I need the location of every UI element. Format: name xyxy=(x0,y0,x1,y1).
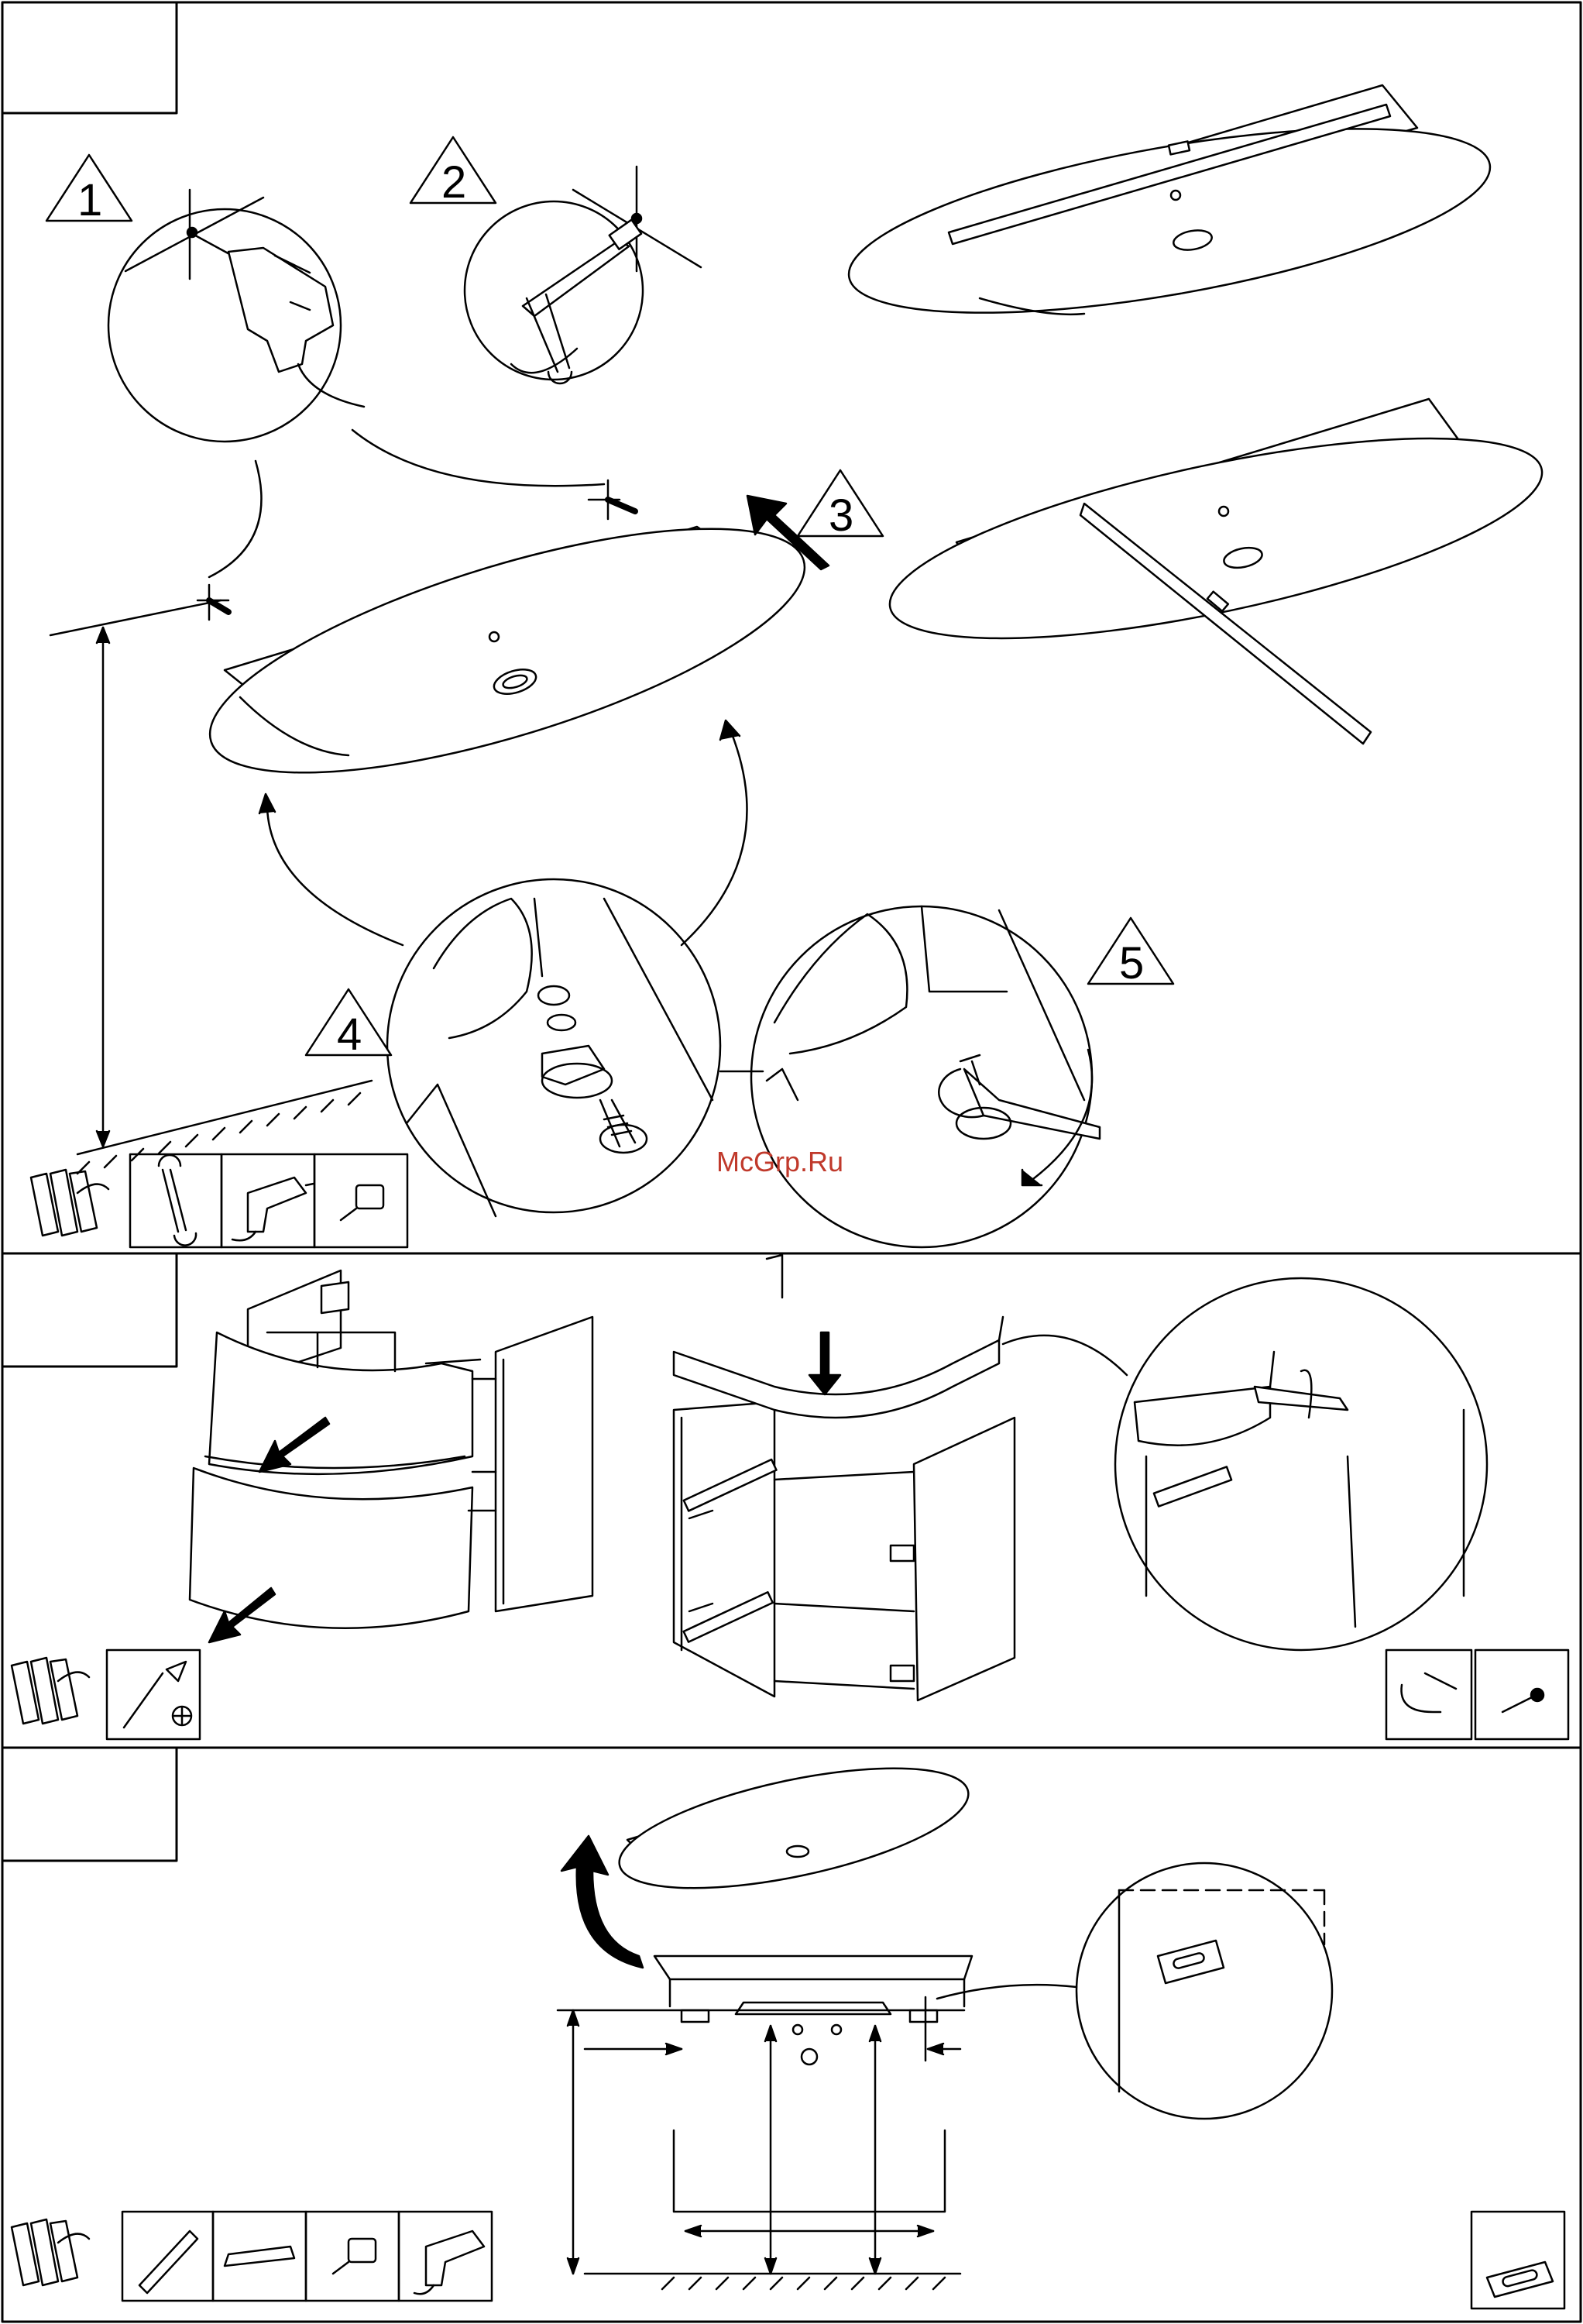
wall-rail-layout xyxy=(558,1956,1077,2289)
step-5-label: 5 xyxy=(1119,938,1144,988)
watermark: McGrp.Ru xyxy=(716,1146,843,1177)
cabinet-frame xyxy=(674,1255,1015,1700)
screw-icon-box xyxy=(1475,1650,1568,1739)
wrench-icon-box xyxy=(130,1154,221,1247)
tape-measure-icon-box xyxy=(306,2212,399,2301)
leader-line xyxy=(209,461,262,577)
dimension-arrow xyxy=(97,1131,109,1147)
step-1-label: 1 xyxy=(77,175,102,225)
wall-anchor-mark xyxy=(197,585,228,620)
drill-icon-box xyxy=(399,2212,492,2301)
screw-detail-circle xyxy=(1115,1278,1487,1650)
wrench-icon xyxy=(159,1155,196,1246)
screwdriver-icon xyxy=(124,1662,191,1728)
floor-line xyxy=(77,1081,372,1154)
wall-anchor-mark xyxy=(589,480,635,519)
basin-rail-insert xyxy=(875,397,1557,744)
drill-icon xyxy=(232,1177,314,1240)
basin-with-rail xyxy=(836,85,1502,349)
curved-arrow xyxy=(682,724,747,945)
bracket-icon-box xyxy=(1471,2212,1564,2309)
wrench-detail-circle xyxy=(751,906,1100,1247)
panel2-corner-box xyxy=(2,1253,177,1367)
drill-icon-box xyxy=(221,1154,314,1247)
tape-measure-icon xyxy=(333,2239,376,2274)
tape-measure-icon-box xyxy=(314,1154,407,1247)
handle-icon-box xyxy=(1386,1650,1471,1739)
screw-icon xyxy=(1502,1689,1544,1712)
basin-main xyxy=(186,479,828,823)
level-icon xyxy=(225,2247,294,2266)
step-2-label: 2 xyxy=(441,157,466,208)
curved-arrow xyxy=(267,798,403,945)
step-4-label: 4 xyxy=(337,1009,362,1060)
panel3-toolbox xyxy=(122,2212,492,2301)
nut-detail-circle xyxy=(387,879,720,1216)
package-icon xyxy=(12,2219,89,2285)
handle-icon xyxy=(1402,1673,1457,1712)
package-icon xyxy=(31,1170,108,1236)
mounting-bracket-icon xyxy=(1487,2262,1553,2297)
step-3-label: 3 xyxy=(829,490,853,541)
drill-detail-circle xyxy=(108,190,364,442)
anchor-detail-circle xyxy=(465,167,701,383)
panel1-corner-box xyxy=(2,2,177,113)
leader-line xyxy=(352,430,604,486)
cabinet-drawers-out xyxy=(190,1270,592,1628)
floor-hatch xyxy=(77,1093,360,1174)
tape-measure-icon xyxy=(341,1185,383,1220)
bracket-detail-circle xyxy=(1077,1863,1332,2119)
panel1-toolbox xyxy=(130,1154,407,1247)
panel3-corner-box xyxy=(2,1748,177,1861)
wall-height-line xyxy=(50,600,221,635)
arrow-head xyxy=(720,720,740,740)
dimension-arrow xyxy=(97,627,109,643)
rail-down-arrow xyxy=(809,1332,840,1394)
pencil-icon xyxy=(139,2231,197,2293)
arrow-head xyxy=(259,794,275,813)
leader-line xyxy=(1003,1336,1127,1375)
drill-icon xyxy=(414,2231,484,2294)
basin-lifted xyxy=(610,1745,978,1913)
package-icon xyxy=(12,1658,89,1724)
